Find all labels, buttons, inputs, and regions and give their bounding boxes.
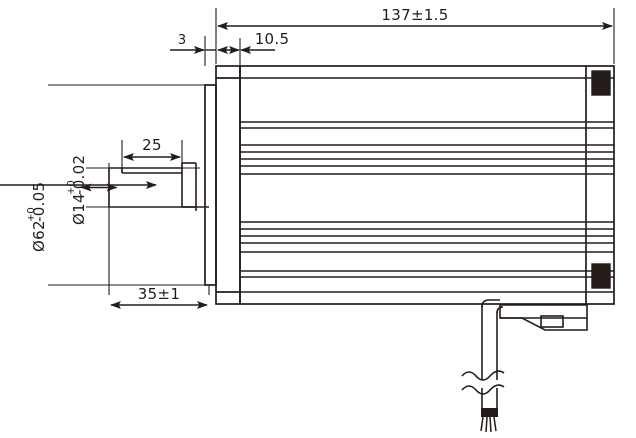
dimension-lines <box>0 22 613 309</box>
dim-flange-thickness: 3 <box>178 33 186 48</box>
dim-shaft-extension: 35±1 <box>138 285 180 303</box>
dim-shaft-diameter-value: Ø14 <box>70 193 88 225</box>
connector-keyway <box>540 315 564 328</box>
cable-break-symbol <box>461 370 505 395</box>
cable-wire-strands <box>480 408 498 433</box>
output-shaft <box>108 162 209 211</box>
dim-flange-diameter-upper: +0 <box>26 207 37 222</box>
dim-overall-length: 137±1.5 <box>381 6 448 24</box>
dim-flange-diameter-value: Ø62 <box>30 220 48 252</box>
front-flange <box>204 65 241 305</box>
dim-shaft-diameter-upper: +0 <box>66 180 77 195</box>
motor-body <box>239 65 615 305</box>
dim-pilot-step: 10.5 <box>255 30 290 48</box>
dim-shaft-flat-length: 25 <box>142 136 162 154</box>
dim-shaft-diameter-group: Ø14 -0.02 +0 <box>66 155 88 225</box>
cable-connector-block <box>499 304 588 331</box>
dim-shaft-diameter-lower: -0.02 <box>70 155 88 195</box>
dim-flange-diameter-group: Ø62 -0.05 +0 <box>26 182 48 252</box>
body-detail-lines <box>240 77 614 293</box>
exit-cable <box>481 299 504 412</box>
mounting-hole-bottom <box>591 263 611 289</box>
dim-flange-diameter-lower: -0.05 <box>30 182 48 222</box>
mounting-hole-top <box>591 70 611 96</box>
